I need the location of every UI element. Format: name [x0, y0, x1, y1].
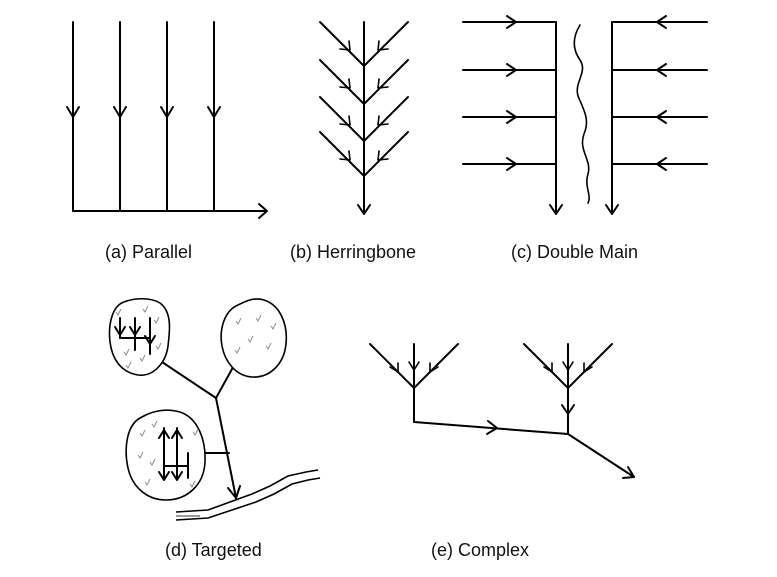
targeted-pattern: [108, 297, 321, 521]
double-main-right-outlet-arrow: [605, 204, 619, 215]
caption-targeted: (d) Targeted: [165, 540, 262, 560]
complex-right-stem-arrow: [561, 404, 575, 415]
complex-right-arrow-center: [562, 361, 574, 371]
herringbone-lateral-left-3: [319, 96, 365, 142]
herringbone-lateral-right-3: [363, 96, 409, 142]
herringbone-lateral-right-1: [363, 21, 409, 67]
herringbone-arrow-right-2: [377, 78, 389, 89]
double-main-left-arrow-1: [506, 15, 517, 29]
double-main-right-arrow-2: [656, 63, 667, 77]
double-main-left-arrow-3: [506, 110, 517, 124]
complex-right-branch-right: [567, 343, 613, 389]
double-main-right-arrow-1: [656, 15, 667, 29]
caption-herringbone: (b) Herringbone: [290, 242, 416, 262]
targeted-area-1-vegetation: [115, 305, 162, 369]
targeted-outlet-arrow: [227, 485, 241, 499]
herringbone-pattern: [319, 21, 409, 215]
herringbone-arrow-right-1: [377, 40, 389, 51]
caption-complex: (e) Complex: [431, 540, 529, 560]
targeted-wet-area-1: [108, 297, 171, 376]
herringbone-lateral-right-2: [363, 59, 409, 105]
complex-right-arrow-left: [543, 362, 553, 373]
complex-left-arrow-left: [389, 362, 399, 373]
targeted-stream-bank-top: [175, 469, 319, 513]
herringbone-lateral-left-4: [319, 131, 365, 177]
complex-pattern: [369, 343, 635, 479]
parallel-flow-arrow-3: [160, 106, 174, 118]
double-main-pattern: [462, 15, 708, 215]
targeted-area-1-drains: [114, 317, 156, 355]
parallel-flow-arrow-2: [113, 106, 127, 118]
herringbone-lateral-right-4: [363, 131, 409, 177]
complex-outlet-arrow: [622, 466, 635, 479]
herringbone-arrow-left-4: [339, 150, 351, 161]
herringbone-lateral-left-2: [319, 59, 365, 105]
targeted-area-2-vegetation: [234, 314, 277, 354]
complex-left-branch-left: [369, 343, 415, 389]
parallel-pattern: [66, 21, 268, 219]
herringbone-arrow-left-3: [339, 115, 351, 126]
parallel-outlet-arrow: [258, 203, 268, 219]
double-main-left-outlet-arrow: [549, 204, 563, 215]
complex-right-arrow-right: [583, 362, 593, 373]
herringbone-arrow-right-4: [377, 150, 389, 161]
targeted-wet-area-3: [125, 409, 206, 501]
double-main-central-stream: [573, 24, 590, 204]
complex-left-branch-right: [413, 343, 459, 389]
targeted-collector-main: [215, 397, 237, 499]
targeted-stream-bank-bottom: [175, 477, 321, 521]
double-main-right-arrow-4: [656, 157, 667, 171]
complex-outlet-line: [567, 433, 635, 478]
parallel-flow-arrow-4: [207, 106, 221, 118]
complex-connector-arrow: [486, 420, 498, 435]
double-main-right-arrow-3: [656, 110, 667, 124]
targeted-wet-area-2: [220, 298, 288, 378]
parallel-flow-arrow-1: [66, 106, 80, 118]
caption-parallel: (a) Parallel: [105, 242, 192, 262]
complex-left-arrow-right: [429, 362, 439, 373]
herringbone-lateral-left-1: [319, 21, 365, 67]
double-main-left-arrow-2: [506, 63, 517, 77]
complex-left-arrow-center: [408, 361, 420, 371]
targeted-area-3-vegetation: [137, 420, 199, 488]
complex-connector: [413, 421, 569, 435]
herringbone-arrow-right-3: [377, 115, 389, 126]
targeted-area-3-drains: [158, 427, 189, 481]
double-main-left-arrow-4: [506, 157, 517, 171]
herringbone-arrow-left-1: [339, 40, 351, 51]
herringbone-arrow-left-2: [339, 78, 351, 89]
caption-double-main: (c) Double Main: [511, 242, 638, 262]
herringbone-outlet-arrow: [357, 204, 371, 215]
complex-right-branch-left: [523, 343, 569, 389]
